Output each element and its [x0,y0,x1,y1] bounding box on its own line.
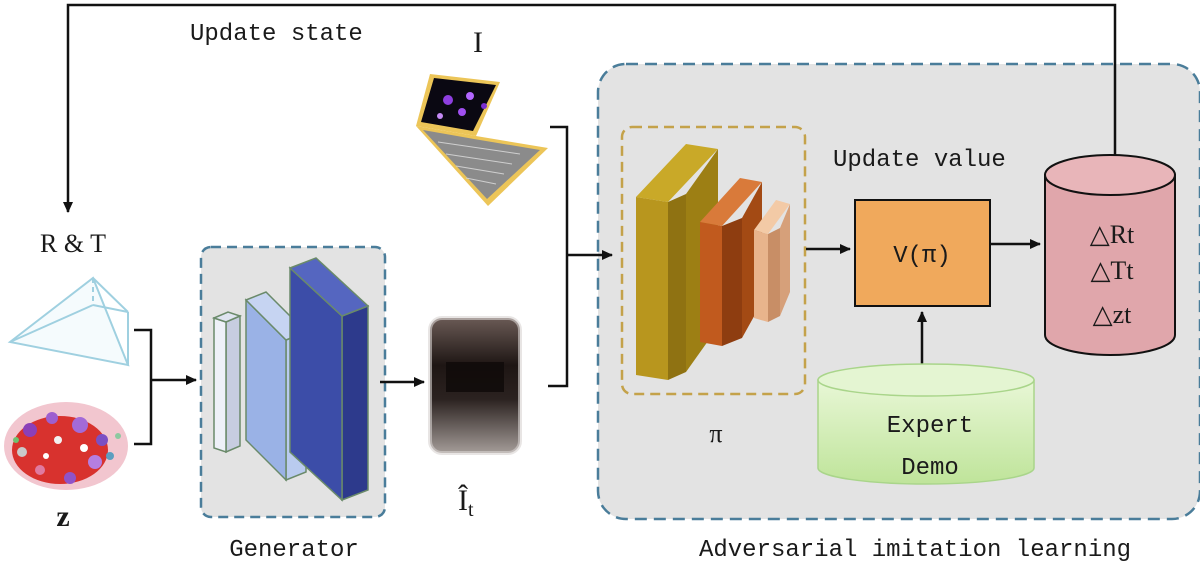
delta-database-cylinder [1044,154,1176,356]
update-value-label: Update value [833,147,1006,174]
delta-t-label: △Tt [1090,256,1134,285]
policy-label: π [709,419,722,448]
generated-image-thumbnail [428,316,522,455]
pose-prism-icon [7,276,130,367]
adversarial-label: Adversarial imitation learning [699,537,1131,561]
generator-label: Generator [229,537,359,561]
pose-label: R & T [40,229,106,258]
expert-demo-database [817,363,1035,485]
expert-label-line2: Demo [901,455,959,482]
images-merge-connector [548,125,613,388]
value-function-label: V(π) [893,243,951,270]
update-state-label: Update state [190,21,363,48]
update-state-loop-arrow [63,3,1117,213]
policy-network-icon [636,144,790,380]
input-laptop-image [416,74,548,206]
input-image-label: I [473,26,483,59]
inputs-merge-connector [134,328,197,446]
generated-image-main: Î [458,484,468,517]
latent-point-cloud-icon [4,402,128,490]
value-function-box [854,199,991,307]
expert-label-line1: Expert [887,413,973,440]
policy-group-box [620,125,807,396]
delta-z-label: △zt [1093,300,1133,329]
generated-image-subscript: t [468,499,474,521]
latent-label: z [56,500,69,533]
generated-image-label: Ît [458,484,474,521]
generator-network-icon [211,257,370,502]
delta-r-label: △Rt [1090,220,1135,249]
